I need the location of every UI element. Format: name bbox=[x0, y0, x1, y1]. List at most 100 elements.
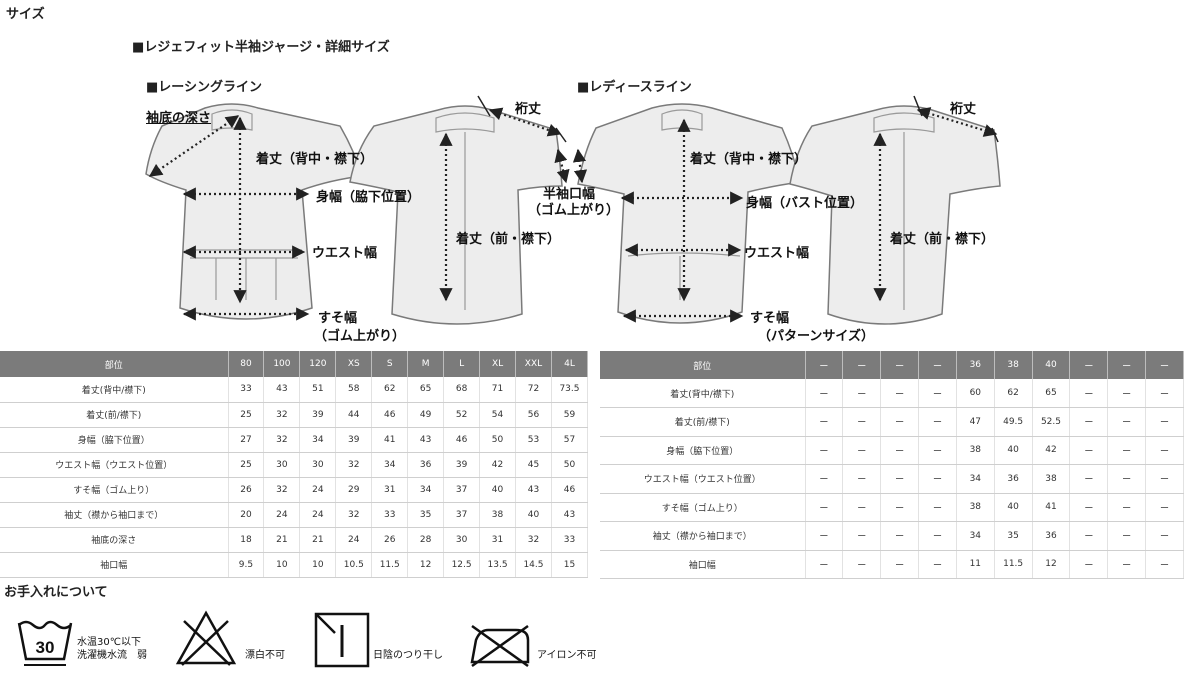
table-header-cell: 100 bbox=[263, 351, 301, 377]
size-value-cell: 12.5 bbox=[443, 552, 481, 578]
size-value-cell: ー bbox=[880, 379, 920, 408]
size-value-cell: 30 bbox=[299, 452, 337, 478]
size-value-cell: 37 bbox=[443, 477, 481, 503]
size-value-cell: ー bbox=[805, 550, 844, 579]
size-value-cell: ー bbox=[805, 379, 844, 408]
size-value-cell: ー bbox=[842, 407, 882, 437]
size-value-cell: 24 bbox=[299, 477, 337, 503]
size-value-cell: ー bbox=[1107, 407, 1147, 437]
ladies-label-hem: すそ幅 bbox=[750, 311, 790, 326]
care-wash-line-1: 水温30℃以下 bbox=[77, 637, 141, 648]
table-header-cell: M bbox=[407, 351, 445, 377]
size-value-cell: 10 bbox=[299, 552, 337, 578]
size-value-cell: 34 bbox=[956, 464, 995, 494]
table-header-cell: 4L bbox=[551, 351, 589, 377]
size-value-cell: ー bbox=[918, 407, 957, 437]
racing-back-jersey bbox=[145, 103, 363, 320]
size-value-cell: 65 bbox=[1032, 379, 1071, 408]
label-hem: すそ幅 bbox=[318, 311, 358, 326]
size-value-cell: 34 bbox=[299, 427, 337, 453]
table-header-cell: 36 bbox=[956, 351, 995, 379]
size-value-cell: ー bbox=[880, 436, 920, 465]
size-value-cell: ー bbox=[842, 550, 882, 579]
size-value-cell: ー bbox=[918, 379, 957, 408]
size-value-cell: 33 bbox=[371, 502, 409, 528]
row-label-cell: 着丈(背中/襟下) bbox=[0, 377, 229, 403]
table-header-cell: XS bbox=[335, 351, 373, 377]
table-header-cell: 40 bbox=[1032, 351, 1071, 379]
size-value-cell: ー bbox=[880, 407, 920, 437]
table-header-row: 部位 ー ー ー ー 36 38 40 ー ー ー bbox=[600, 351, 1184, 379]
size-value-cell: 72 bbox=[515, 377, 552, 403]
label-cuff: 半袖口幅 bbox=[543, 187, 596, 202]
row-label-cell: すそ幅（ゴム上り） bbox=[600, 493, 806, 522]
size-value-cell: 32 bbox=[263, 427, 301, 453]
size-value-cell: 36 bbox=[1032, 521, 1071, 551]
size-value-cell: 24 bbox=[335, 527, 373, 553]
table-header-cell: S bbox=[371, 351, 409, 377]
size-value-cell: 41 bbox=[1032, 493, 1071, 522]
no-iron-icon bbox=[470, 624, 530, 668]
size-value-cell: ー bbox=[805, 493, 844, 522]
care-dry-text: 日陰のつり干し bbox=[373, 650, 443, 661]
size-value-cell: 11 bbox=[956, 550, 995, 579]
size-value-cell: ー bbox=[1069, 407, 1109, 437]
size-value-cell: 21 bbox=[263, 527, 301, 553]
ladies-label-back-length: 着丈（背中・襟下） bbox=[690, 152, 808, 167]
care-bleach-text: 漂白不可 bbox=[245, 650, 285, 661]
size-value-cell: ー bbox=[918, 464, 957, 494]
size-value-cell: ー bbox=[880, 550, 920, 579]
care-title: お手入れについて bbox=[4, 585, 108, 600]
size-value-cell: 43 bbox=[515, 477, 552, 503]
size-value-cell: 46 bbox=[551, 477, 589, 503]
size-value-cell: ー bbox=[880, 464, 920, 494]
size-value-cell: 53 bbox=[515, 427, 552, 453]
size-value-cell: 60 bbox=[956, 379, 995, 408]
size-value-cell: 31 bbox=[371, 477, 409, 503]
size-value-cell: ー bbox=[1069, 379, 1109, 408]
size-value-cell: 41 bbox=[371, 427, 409, 453]
size-value-cell: 31 bbox=[479, 527, 516, 553]
size-value-cell: 37 bbox=[443, 502, 481, 528]
size-value-cell: 34 bbox=[371, 452, 409, 478]
table-header-cell: ー bbox=[1069, 351, 1109, 379]
ladies-label-body-width: 身幅（バスト位置） bbox=[746, 196, 864, 211]
size-value-cell: 40 bbox=[994, 493, 1033, 522]
size-value-cell: 43 bbox=[407, 427, 445, 453]
size-value-cell: ー bbox=[918, 493, 957, 522]
ladies-label-sleeve-length: 裄丈 bbox=[950, 102, 977, 117]
size-value-cell: 32 bbox=[515, 527, 552, 553]
size-value-cell: 24 bbox=[299, 502, 337, 528]
row-label-cell: 袖口幅 bbox=[0, 552, 229, 578]
size-value-cell: 50 bbox=[479, 427, 516, 453]
size-value-cell: 21 bbox=[299, 527, 337, 553]
size-value-cell: 26 bbox=[371, 527, 409, 553]
table-header-cell: 部位 bbox=[0, 351, 229, 377]
table-header-cell: 部位 bbox=[600, 351, 806, 379]
label-sleeve-depth: 袖底の深さ bbox=[146, 111, 212, 126]
row-label-cell: 袖丈（襟から袖口まで） bbox=[0, 502, 229, 528]
wash-30-icon: 30 bbox=[17, 620, 73, 666]
size-value-cell: ー bbox=[1107, 464, 1147, 494]
size-value-cell: 25 bbox=[228, 452, 265, 478]
size-value-cell: 39 bbox=[299, 402, 337, 428]
size-value-cell: 39 bbox=[443, 452, 481, 478]
no-bleach-icon bbox=[175, 610, 237, 666]
size-value-cell: ー bbox=[880, 493, 920, 522]
size-value-cell: ー bbox=[805, 521, 844, 551]
size-value-cell: 50 bbox=[551, 452, 589, 478]
row-label-cell: 着丈(前/襟下) bbox=[0, 402, 229, 428]
section-title: サイズ bbox=[6, 7, 45, 22]
label-body-width: 身幅（脇下位置） bbox=[316, 190, 421, 205]
size-value-cell: 26 bbox=[228, 477, 265, 503]
size-value-cell: ー bbox=[1107, 436, 1147, 465]
size-value-cell: 52.5 bbox=[1032, 407, 1071, 437]
size-value-cell: 65 bbox=[407, 377, 445, 403]
